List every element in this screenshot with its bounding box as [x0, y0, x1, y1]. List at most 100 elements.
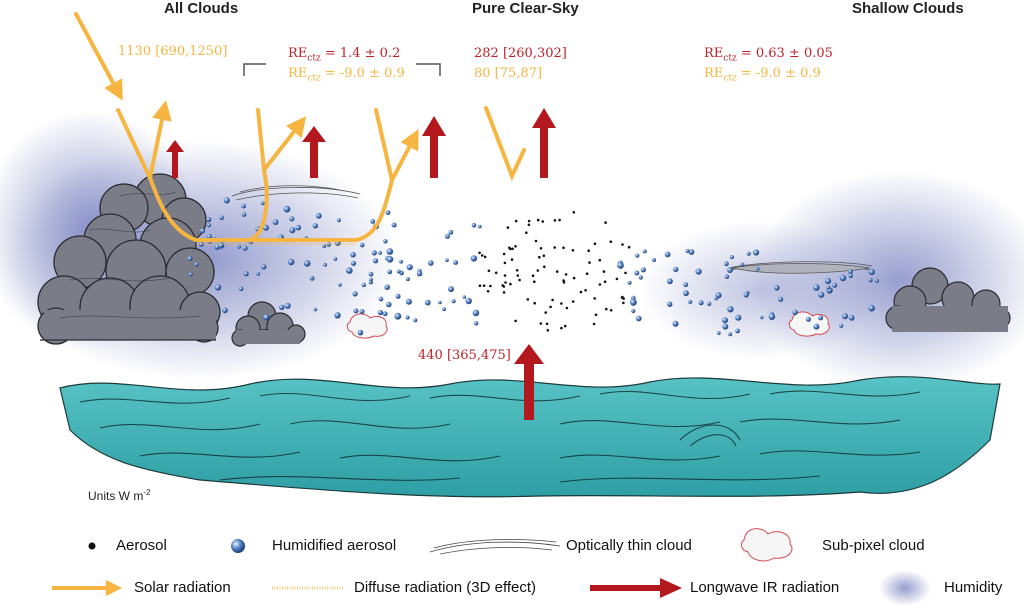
humidity-icon [879, 570, 931, 606]
aerosol-dot [598, 258, 602, 262]
aerosol-dot [502, 252, 506, 256]
humidified-aerosol-dot [722, 317, 728, 324]
humidified-aerosol-dot [848, 273, 853, 279]
solar-radiation-arrows [74, 12, 526, 242]
humidified-aerosol-dot [688, 249, 695, 255]
longwave-radiation-head [660, 578, 682, 598]
humidified-aerosol-dot [727, 306, 734, 313]
humidified-aerosol-dot [309, 275, 315, 281]
humidified-aerosol-dot [206, 234, 212, 240]
humidified-aerosol-dot [194, 262, 199, 267]
humidified-aerosol-dot [724, 261, 729, 267]
humidified-aerosol-dot [813, 284, 820, 291]
humidified-aerosol-dot [272, 219, 279, 226]
humidified-aerosol-dot [313, 307, 318, 312]
aerosol-dot [563, 324, 567, 328]
humidified-aerosol-dot [442, 307, 446, 312]
aerosol-dot [539, 322, 543, 325]
humidified-aerosol-dot [350, 252, 356, 258]
legend-humidity-label: Humidity [944, 579, 1003, 596]
humidified-aerosol-dot [627, 280, 632, 285]
all-clouds-sw-re: REctz = -9.0 ± 0.9 [288, 66, 405, 84]
humidified-aerosol-dot [399, 259, 403, 264]
aerosol-dot [560, 326, 563, 330]
humidified-aerosol-dot [303, 260, 311, 267]
header-pure-clear-sky: Pure Clear-Sky [472, 0, 579, 17]
humidified-aerosol-dot [323, 262, 327, 267]
legend-thin-cloud-label: Optically thin cloud [566, 537, 692, 554]
humidified-aerosol-dot [336, 218, 341, 223]
humidified-aerosol-dot [451, 299, 456, 304]
legend-solar-label: Solar radiation [134, 579, 231, 596]
humidified-aerosol-dot [383, 239, 388, 244]
humidified-aerosol-dot [707, 301, 712, 306]
humidified-aerosol-dot [667, 301, 673, 307]
legend-diffuse-label: Diffuse radiation (3D effect) [354, 579, 537, 596]
humidified-aerosol-dot [474, 321, 479, 326]
humidified-aerosol-dot [373, 258, 379, 264]
sub-pixel-clouds [346, 311, 830, 339]
humidified-aerosol-dot [237, 244, 242, 249]
aerosol-dot [571, 249, 575, 252]
humidified-aerosol-dot [667, 278, 673, 285]
aerosol-dot [525, 231, 528, 234]
thin-cloud-icon [429, 539, 561, 555]
humidified-aerosol-dot [462, 295, 467, 299]
humidified-aerosol-dot [350, 260, 357, 266]
humidified-aerosol-dot [768, 313, 776, 321]
aerosol-dot [516, 274, 520, 277]
aerosol-dot [585, 272, 589, 276]
aerosol-dot [544, 311, 547, 314]
aerosol-dot [539, 247, 543, 250]
aerosol-dot [603, 280, 607, 284]
aerosol-dot [538, 255, 541, 259]
legend-aerosol-label: Aerosol [116, 537, 167, 554]
aerosol-dot [489, 284, 492, 288]
humidified-aerosol-dot [688, 299, 693, 304]
aerosol-dot [560, 302, 563, 305]
clear-sky-sw-value: 80 [75,87] [474, 66, 543, 81]
aerosol-dot [503, 274, 507, 277]
humidified-aerosol-dot [353, 308, 359, 314]
humidified-aerosol-dot [188, 272, 193, 277]
aerosol-dot [584, 289, 587, 292]
aerosol-particles [478, 211, 631, 332]
humidified-aerosol-dot [279, 304, 285, 310]
humidified-aerosol-dot [683, 282, 689, 288]
shallow-cloud-right [885, 267, 1011, 332]
humidified-aerosol-dot [630, 298, 637, 306]
humidified-aerosol-dot [378, 251, 382, 255]
humidified-aerosol-dot [377, 309, 384, 316]
humidified-aerosol-dot [322, 244, 327, 249]
aerosol-dot [518, 278, 521, 282]
humidified-aerosol-dot [385, 210, 391, 216]
humidified-aerosol-dot [839, 323, 844, 328]
aerosol-dot [593, 242, 597, 245]
humidified-aerosol-dot [359, 242, 365, 248]
aerosol-dot [543, 265, 546, 269]
aerosol-dot [594, 313, 598, 317]
humidified-aerosol-dot [368, 280, 374, 285]
aerosol-dot [494, 271, 498, 275]
humidified-aerosol-dot [714, 296, 718, 301]
humidified-aerosol-dot [386, 248, 394, 255]
aerosol-dot [511, 247, 514, 251]
humidified-aerosol-dot [223, 197, 230, 204]
humidified-aerosol-dot [262, 224, 269, 231]
humidified-aerosol-dot [405, 315, 410, 320]
header-all-clouds: All Clouds [164, 0, 239, 17]
humidified-aerosol-dot [685, 249, 690, 253]
humidified-aerosol-dot [260, 201, 265, 206]
humidified-aerosol-dot [839, 274, 847, 282]
longwave-arrows [166, 108, 556, 420]
humidified-aerosol-dot [428, 260, 434, 266]
humidified-aerosol-dot [717, 331, 721, 335]
sub-pixel-cloud-icon [740, 528, 793, 562]
aerosol-dot [553, 246, 556, 249]
all-clouds-lw-re: REctz = 1.4 ± 0.2 [288, 46, 401, 64]
humidified-aerosol-dot [470, 255, 478, 262]
humidified-aerosol-particles [187, 197, 879, 337]
humidified-aerosol-dot [238, 286, 244, 292]
humidified-aerosol-dot [848, 269, 853, 274]
